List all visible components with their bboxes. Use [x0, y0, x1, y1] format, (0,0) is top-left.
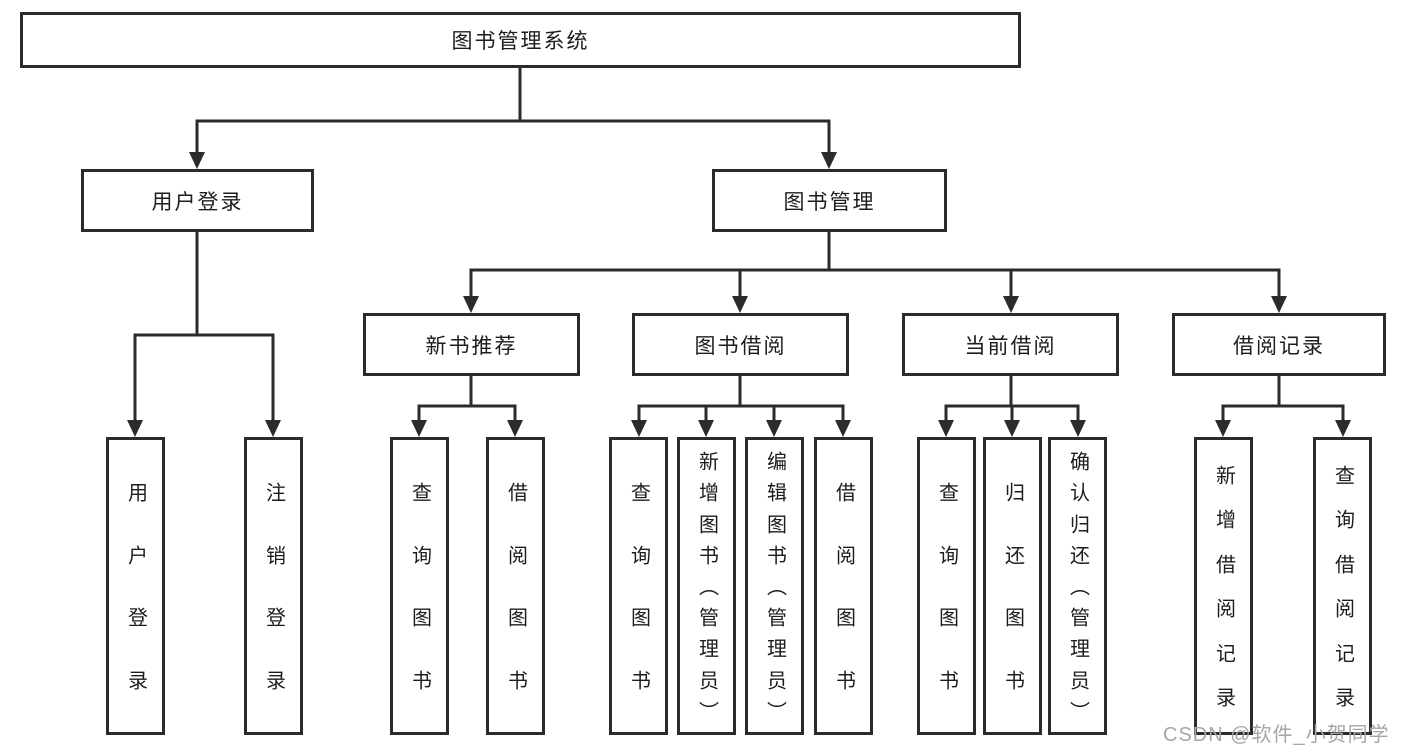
arrow-to-leaf-add-record [1215, 420, 1231, 437]
connector-currentborrow-to-leaves [944, 376, 1080, 421]
connector-root-to-level2 [195, 68, 831, 153]
arrowheads [127, 152, 1351, 437]
connector-newbook-to-leaves [417, 376, 517, 421]
arrow-to-user-login [189, 152, 205, 169]
arrow-to-leaf-borrow-2 [835, 420, 851, 437]
node-book-management: 图书管理 [712, 169, 947, 232]
leaf-query-books-current: 查询图书 [917, 437, 976, 735]
node-current-borrow: 当前借阅 [902, 313, 1119, 376]
arrow-to-leaf-confirm-return [1070, 420, 1086, 437]
connector-userlogin-to-leaves [133, 232, 275, 421]
leaf-borrow-books: 借阅图书 [814, 437, 873, 735]
leaf-add-book-admin: 新增图书（管理员） [677, 437, 736, 735]
arrow-to-book-borrow [732, 296, 748, 313]
leaf-edit-book-admin: 编辑图书（管理员） [745, 437, 804, 735]
arrow-to-leaf-query-2 [631, 420, 647, 437]
arrow-to-leaf-query-3 [938, 420, 954, 437]
arrow-to-leaf-borrow-1 [507, 420, 523, 437]
csdn-watermark: CSDN @软件_小贺同学 [1163, 724, 1390, 746]
node-user-login: 用户登录 [81, 169, 314, 232]
arrow-to-new-book [463, 296, 479, 313]
arrow-to-leaf-query-record [1335, 420, 1351, 437]
node-book-borrow: 图书借阅 [632, 313, 849, 376]
arrow-to-borrow-record [1271, 296, 1287, 313]
arrow-to-book-mgmt [821, 152, 837, 169]
leaf-query-borrow-record: 查询借阅记录 [1313, 437, 1372, 735]
leaf-add-borrow-record: 新增借阅记录 [1194, 437, 1253, 735]
connector-borrowrecord-to-leaves [1221, 376, 1345, 421]
leaf-confirm-return-admin: 确认归还（管理员） [1048, 437, 1107, 735]
node-root-system: 图书管理系统 [20, 12, 1021, 68]
connector-bookmgmt-to-level3 [469, 232, 1281, 297]
arrow-to-leaf-user-login [127, 420, 143, 437]
node-borrow-record: 借阅记录 [1172, 313, 1386, 376]
leaf-borrow-books-newbook: 借阅图书 [486, 437, 545, 735]
node-new-book-recommend: 新书推荐 [363, 313, 580, 376]
arrow-to-leaf-return-book [1004, 420, 1020, 437]
leaf-query-books-newbook: 查询图书 [390, 437, 449, 735]
connector-bookborrow-to-leaves [637, 376, 845, 421]
arrow-to-leaf-query-1 [411, 420, 427, 437]
leaf-query-books-borrow: 查询图书 [609, 437, 668, 735]
arrow-to-leaf-add-book [698, 420, 714, 437]
arrow-to-leaf-edit-book [766, 420, 782, 437]
arrow-to-leaf-logout [265, 420, 281, 437]
arrow-to-current-borrow [1003, 296, 1019, 313]
leaf-logout: 注销登录 [244, 437, 303, 735]
leaf-user-login: 用户登录 [106, 437, 165, 735]
leaf-return-book: 归还图书 [983, 437, 1042, 735]
